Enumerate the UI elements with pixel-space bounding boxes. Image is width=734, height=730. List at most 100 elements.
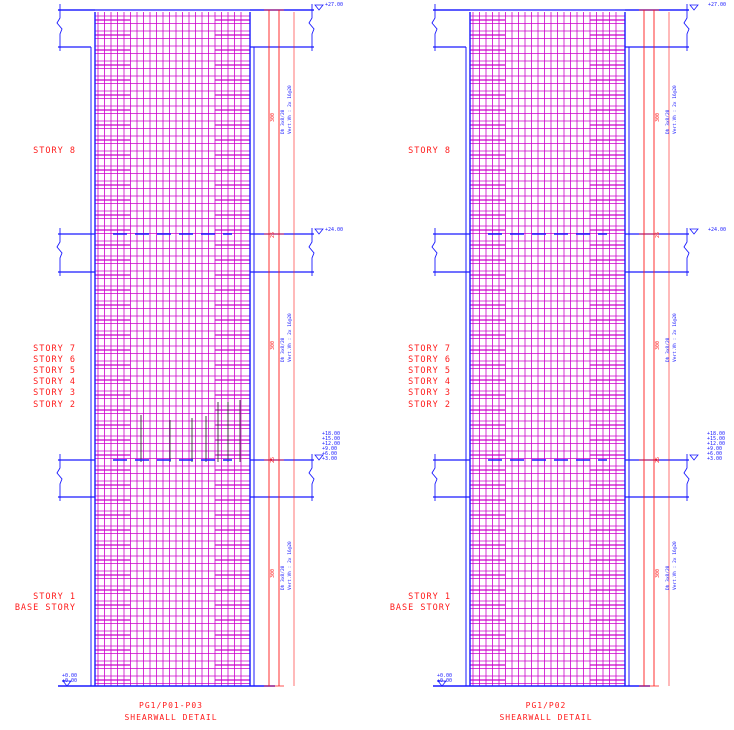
- rebar-note: Vert.Vh : 2x 16@20: [287, 541, 293, 590]
- dim-slab: 25: [655, 232, 661, 238]
- rebar-note: Vert.Vh : 2x 16@20: [287, 313, 293, 362]
- dimension-labels: 300 300 300 25 25: [655, 113, 661, 578]
- break-marker: [56, 4, 63, 51]
- level-stack-item: +18.00: [707, 431, 725, 437]
- level-stack: +18.00 +15.00 +12.00 +9.00 +6.00 +3.00: [707, 431, 725, 462]
- level-arrow: [437, 680, 447, 687]
- rebar-grid: [95, 12, 250, 686]
- break-marker: [683, 454, 690, 501]
- rebar-note: Vert.Vh : 2x 16@20: [672, 313, 678, 362]
- level-markers: +27.00 +24.00 +0.00 ±0.00 +18.00 +15.00 …: [62, 2, 343, 684]
- rebar-note: Dh 3x8/20: [665, 337, 671, 362]
- level-stack-item: +15.00: [322, 436, 340, 442]
- dimension-labels: 300 300 300 25 25: [270, 113, 276, 578]
- break-marker: [683, 228, 690, 276]
- level-arrow: [314, 4, 324, 11]
- level-mid: +24.00: [325, 227, 343, 233]
- story-label: STORY 7: [33, 344, 76, 354]
- wall-structure: [431, 4, 699, 687]
- dim-slab: 25: [655, 457, 661, 463]
- rebar-notes: Dh 3x8/20 Vert.Vh : 2x 16@20 Dh 3x8/20 V…: [665, 85, 678, 590]
- level-markers: +27.00 +24.00 +0.00 ±0.00 +18.00 +15.00 …: [437, 2, 726, 684]
- level-base: +0.00: [62, 673, 77, 679]
- break-marker: [308, 454, 315, 501]
- level-arrow: [689, 454, 699, 461]
- story-label: STORY 1: [408, 592, 451, 602]
- level-base-sub: ±0.00: [62, 678, 77, 684]
- story-label: STORY 6: [408, 355, 451, 365]
- level-stack-item: +3.00: [707, 456, 722, 462]
- rebar-note: Dh 3x8/20: [665, 109, 671, 134]
- level-arrow: [314, 454, 324, 461]
- story-label: STORY 5: [33, 366, 76, 376]
- wall-structure: [56, 4, 324, 687]
- level-stack-item: +18.00: [322, 431, 340, 437]
- rebar-note: Vert.Vh : 2x 16@20: [672, 85, 678, 134]
- rebar-note: Dh 3x8/20: [280, 337, 286, 362]
- dim-upper: 300: [655, 113, 661, 122]
- shearwall-detail-right: STORY 8 STORY 7 STORY 6 STORY 5 STORY 4 …: [390, 2, 726, 722]
- break-marker: [56, 454, 63, 501]
- level-stack-item: +12.00: [707, 441, 725, 447]
- level-arrow: [314, 228, 324, 235]
- level-stack-item: +9.00: [707, 446, 722, 452]
- level-stack-item: +6.00: [322, 451, 337, 457]
- story-label: STORY 4: [408, 377, 451, 387]
- level-top: +27.00: [325, 2, 343, 8]
- story-label: STORY 3: [408, 388, 451, 398]
- detail-title: PG1/P01-P03: [139, 701, 203, 710]
- break-marker: [431, 228, 438, 276]
- level-base-sub: ±0.00: [437, 678, 452, 684]
- story-label: STORY 7: [408, 344, 451, 354]
- shearwall-detail-left: STORY 8 STORY 7 STORY 6 STORY 5 STORY 4 …: [15, 2, 343, 722]
- dim-middle: 300: [270, 341, 276, 350]
- story-label: BASE STORY: [390, 603, 451, 613]
- level-mid: +24.00: [708, 227, 726, 233]
- break-marker: [431, 454, 438, 501]
- story-label: STORY 5: [408, 366, 451, 376]
- story-label: STORY 8: [33, 146, 76, 156]
- story-labels: STORY 8 STORY 7 STORY 6 STORY 5 STORY 4 …: [390, 146, 451, 613]
- dim-upper: 300: [270, 113, 276, 122]
- break-marker: [431, 4, 438, 51]
- detail-title: PG1/P02: [526, 701, 567, 710]
- level-stack-item: +12.00: [322, 441, 340, 447]
- dim-lower: 300: [655, 569, 661, 578]
- dim-slab: 25: [270, 232, 276, 238]
- rebar-note: Dh 3x8/20: [280, 565, 286, 590]
- detail-subtitle: SHEARWALL DETAIL: [499, 713, 592, 722]
- dim-middle: 300: [655, 341, 661, 350]
- detail-subtitle: SHEARWALL DETAIL: [124, 713, 217, 722]
- level-arrow: [689, 228, 699, 235]
- rebar-note: Vert.Vh : 2x 16@20: [287, 85, 293, 134]
- dim-lower: 300: [270, 569, 276, 578]
- level-arrow: [62, 680, 72, 687]
- story-label: STORY 2: [33, 400, 76, 410]
- break-marker: [308, 4, 315, 51]
- story-label: STORY 8: [408, 146, 451, 156]
- break-marker: [683, 4, 690, 51]
- level-stack: +18.00 +15.00 +12.00 +9.00 +6.00 +3.00: [322, 431, 340, 462]
- dim-slab: 25: [270, 457, 276, 463]
- level-stack-item: +9.00: [322, 446, 337, 452]
- rebar-notes: Dh 3x8/20 Vert.Vh : 2x 16@20 Dh 3x8/20 V…: [280, 85, 293, 590]
- level-stack-item: +3.00: [322, 456, 337, 462]
- rebar-grid: [470, 12, 625, 686]
- level-stack-item: +6.00: [707, 451, 722, 457]
- level-base: +0.00: [437, 673, 452, 679]
- story-label: BASE STORY: [15, 603, 76, 613]
- level-stack-item: +15.00: [707, 436, 725, 442]
- story-label: STORY 3: [33, 388, 76, 398]
- story-label: STORY 6: [33, 355, 76, 365]
- break-marker: [56, 228, 63, 276]
- story-labels: STORY 8 STORY 7 STORY 6 STORY 5 STORY 4 …: [15, 146, 76, 613]
- rebar-note: Dh 3x8/20: [280, 109, 286, 134]
- level-top: +27.00: [708, 2, 726, 8]
- story-label: STORY 4: [33, 377, 76, 387]
- rebar-note: Dh 3x8/20: [665, 565, 671, 590]
- story-label: STORY 1: [33, 592, 76, 602]
- rebar-note: Vert.Vh : 2x 16@20: [672, 541, 678, 590]
- level-arrow: [689, 4, 699, 11]
- story-label: STORY 2: [408, 400, 451, 410]
